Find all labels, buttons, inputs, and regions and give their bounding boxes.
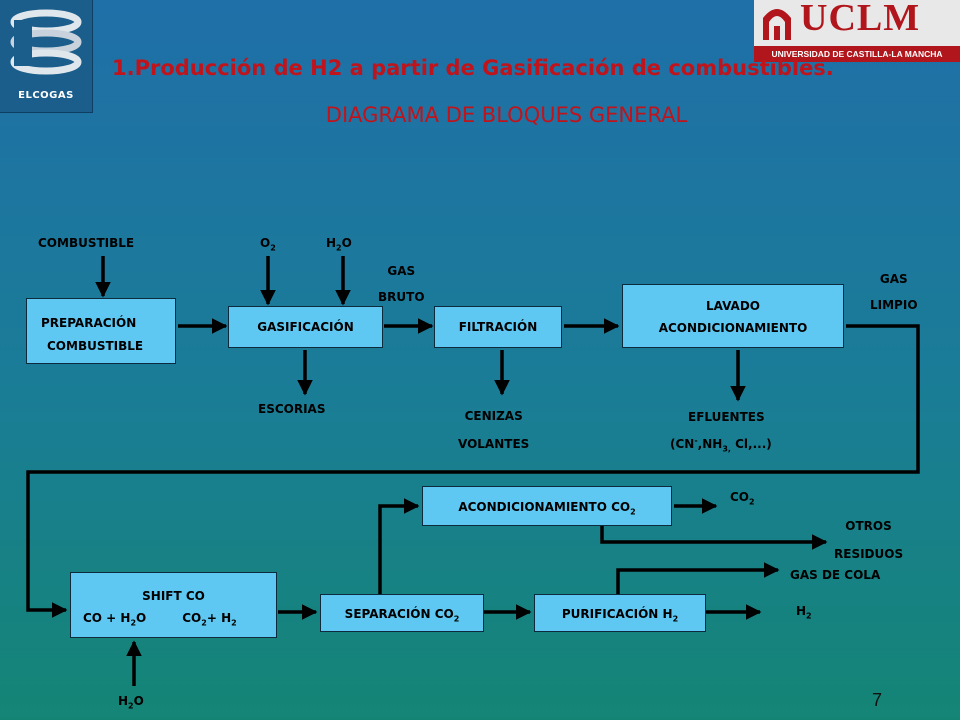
uclm-subtitle: UNIVERSIDAD DE CASTILLA-LA MANCHA: [754, 46, 960, 62]
page-title: 1.Producción de H2 a partir de Gasificac…: [112, 56, 834, 80]
block-gasificacion: GASIFICACIÓN: [228, 306, 383, 348]
uclm-logo: UCLM UNIVERSIDAD DE CASTILLA-LA MANCHA: [754, 0, 960, 62]
elcogas-brand: ELCOGAS: [18, 90, 74, 101]
label-escorias: ESCORIAS: [258, 402, 326, 416]
label-gas-de-cola: GAS DE COLA: [790, 568, 881, 582]
label-gas-bruto: GAS BRUTO: [378, 264, 425, 304]
line-gas-limpio-loop: [26, 324, 920, 618]
uclm-emblem-icon: [763, 9, 791, 40]
elcogas-swirl-icon: [10, 9, 82, 75]
block-filtracion: FILTRACIÓN: [434, 306, 562, 348]
block-acondicionamiento-co2: ACONDICIONAMIENTO CO2: [422, 486, 672, 526]
line-sep-acond: [378, 498, 420, 596]
label-efluentes: EFLUENTES: [688, 410, 765, 424]
block-lavado-acondicionamiento: LAVADO ACONDICIONAMIENTO: [622, 284, 844, 348]
label-o2: O2: [260, 236, 276, 253]
block-lavado-line2: ACONDICIONAMIENTO: [658, 321, 808, 335]
elcogas-logo: ELCOGAS: [0, 0, 93, 113]
block-purificacion-h2: PURIFICACIÓN H2: [534, 594, 706, 632]
label-h2-out: H2: [796, 604, 812, 621]
block-shift-title: SHIFT CO: [142, 589, 205, 603]
block-gasificacion-label: GASIFICACIÓN: [257, 320, 354, 334]
line-gas-de-cola: [616, 562, 780, 596]
label-efluentes-detail: (CN-,NH3, Cl,...): [670, 436, 772, 454]
label-cenizas-volantes: CENIZAS VOLANTES: [458, 409, 530, 451]
label-gas-limpio: GAS LIMPIO: [870, 272, 918, 312]
block-lavado-line1: LAVADO: [705, 299, 761, 313]
label-co2-out: CO2: [730, 490, 755, 507]
label-combustible: COMBUSTIBLE: [38, 236, 135, 250]
uclm-name: UCLM: [800, 0, 921, 39]
block-separacion-co2: SEPARACIÓN CO2: [320, 594, 484, 632]
block-filtracion-label: FILTRACIÓN: [458, 320, 538, 334]
block-preparacion-line1: PREPARACIÓN: [41, 316, 137, 330]
label-otros-residuos: OTROS RESIDUOS: [834, 519, 904, 561]
line-otros-residuos: [600, 526, 828, 550]
block-preparacion-line2: COMBUSTIBLE: [47, 339, 144, 353]
label-h2o-bottom: H2O: [118, 694, 144, 711]
page-number: 7: [872, 690, 883, 710]
page-subtitle: DIAGRAMA DE BLOQUES GENERAL: [325, 103, 688, 127]
block-preparacion-combustible: PREPARACIÓN COMBUSTIBLE: [26, 298, 176, 364]
label-h2o-top: H2O: [326, 236, 352, 253]
